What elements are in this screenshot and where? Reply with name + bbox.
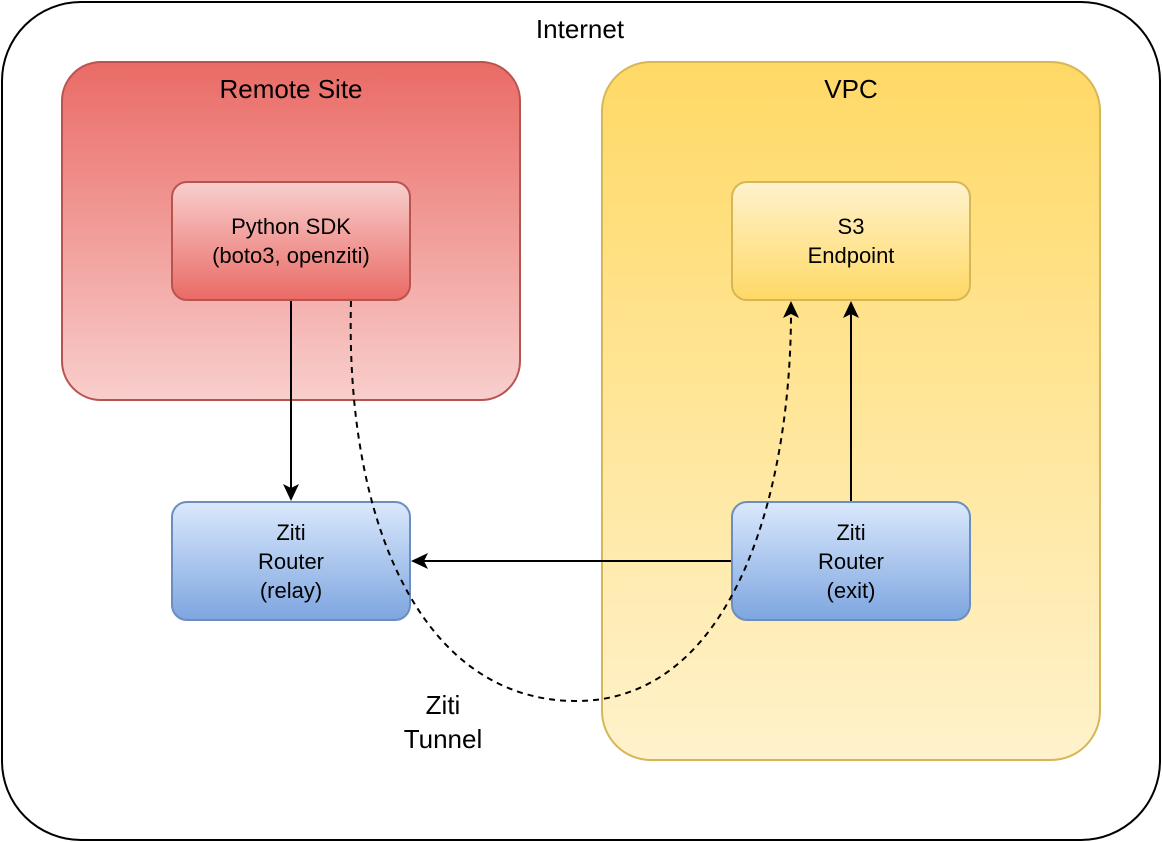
- vpc-label: VPC: [824, 74, 878, 104]
- tunnel-label-line-2: Tunnel: [403, 724, 483, 754]
- remote-site-label: Remote Site: [219, 74, 363, 104]
- router-relay-line-3: (relay): [259, 577, 323, 603]
- router-exit-line-3: (exit): [826, 577, 876, 603]
- router-relay-line-2: Router: [257, 548, 325, 574]
- vpc-group: [601, 61, 1101, 761]
- router-exit-line-1: Ziti: [836, 519, 866, 545]
- router-exit-line-2: Router: [817, 548, 885, 574]
- internet-label: Internet: [535, 14, 625, 44]
- ziti-router-exit-node: Ziti Router (exit): [731, 501, 971, 621]
- ziti-router-relay-node: Ziti Router (relay): [171, 501, 411, 621]
- tunnel-label-line-1: Ziti: [425, 690, 461, 720]
- python-sdk-line-2: (boto3, openziti): [212, 243, 370, 268]
- ziti-tunnel-label: Ziti Tunnel: [383, 688, 503, 756]
- python-sdk-line-1: Python SDK: [231, 214, 351, 239]
- s3-endpoint-line-2: Endpoint: [807, 243, 895, 268]
- s3-endpoint-node: S3 Endpoint: [731, 181, 971, 301]
- python-sdk-node: Python SDK (boto3, openziti): [171, 181, 411, 301]
- s3-endpoint-line-1: S3: [837, 214, 865, 239]
- router-relay-line-1: Ziti: [276, 519, 306, 545]
